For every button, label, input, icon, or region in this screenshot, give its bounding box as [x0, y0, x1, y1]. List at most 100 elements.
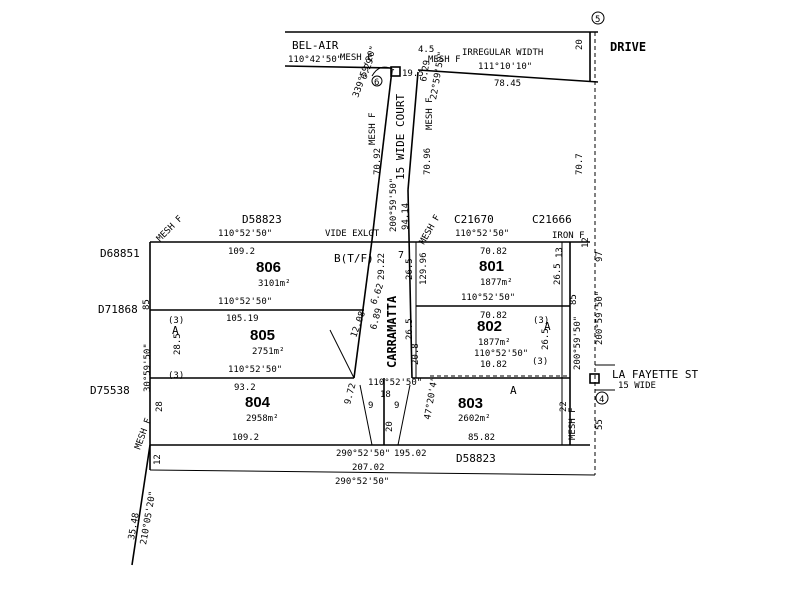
dist-70-7: 70.7: [575, 153, 585, 175]
bearing-805-top: 110°52'50": [218, 297, 272, 307]
drive-label: DRIVE: [610, 40, 646, 54]
dist-13-c: (3): [533, 316, 549, 326]
d68851: D68851: [100, 247, 140, 260]
mesh-f-court-left: MESH F: [368, 112, 378, 145]
dist-109-2-bottom: 109.2: [232, 433, 259, 443]
splay-bottom-east: [397, 384, 411, 446]
mesh-f-top-left: MESH F: [340, 53, 373, 63]
drive-lower-edge: [417, 69, 599, 83]
lot-801: 801: [479, 258, 504, 275]
dist-12-08: 12.08: [349, 310, 368, 339]
bearing-804-top: 110°52'50": [228, 365, 282, 375]
lot-802: 802: [477, 318, 502, 335]
bearing-290-bottom2: 290°52'50": [335, 477, 389, 487]
area-802: 1877m²: [478, 338, 511, 348]
lafayette-mark: [589, 373, 600, 384]
c21666: C21666: [532, 213, 572, 226]
dist-28: 28: [155, 401, 165, 412]
dist-26-5-c: 26.5: [405, 318, 415, 340]
bearing-94-14: 94.14: [401, 203, 411, 230]
corner-mark: [390, 66, 401, 77]
dist-20-mid: 20: [385, 421, 395, 432]
dist-47: 47°20'4": [423, 376, 440, 420]
bottom-outer-line: [149, 469, 596, 476]
dist-195-02: 195.02: [394, 449, 427, 459]
dist-20-8: 20.8: [411, 343, 421, 365]
splay-west: [329, 329, 355, 379]
dist-85-right: 85: [569, 294, 579, 305]
dist-6-62: 6.62: [369, 282, 386, 306]
marker-4: 4: [599, 395, 604, 405]
court-right-dist: 70.96: [423, 148, 433, 175]
dist-85-82: 85.82: [468, 433, 495, 443]
top-bearing: 111°10'10": [478, 62, 532, 72]
dist-93-2: 93.2: [234, 383, 256, 393]
bearing-road-bottom: 110°52'50": [368, 378, 422, 388]
carramatta-label: CARRAMATTA: [385, 295, 399, 368]
dist-4-5: 4.5: [418, 45, 434, 55]
bel-air-label: BEL-AIR: [292, 39, 339, 52]
dist-13-a: (3): [168, 316, 184, 326]
court-name: 15 WIDE COURT: [394, 94, 407, 180]
area-804: 2958m²: [246, 414, 279, 424]
bearing-806-top: 110°52'50": [218, 229, 272, 239]
marker-a-dash: A: [510, 384, 517, 397]
bearing-30-59-50: 30°59'50": [143, 343, 153, 392]
irregular-width-label: IRREGULAR WIDTH: [462, 48, 543, 58]
dist-29-22: 29.22: [377, 253, 387, 280]
lot-804: 804: [245, 394, 271, 411]
road-west-edge-1: [371, 187, 379, 241]
iron-f-label: IRON F: [552, 231, 585, 241]
dist-55: 55: [595, 419, 605, 430]
dist-28-5: 28.5: [173, 333, 183, 355]
court-west-edge: [377, 69, 393, 189]
dist-207-02: 207.02: [352, 463, 385, 473]
c21670: C21670: [454, 213, 494, 226]
mesh-f-top-right: MESH F: [428, 55, 461, 65]
court-left-dist: 70.92: [373, 148, 383, 175]
dist-12-right: 12: [581, 237, 591, 248]
dist-26-5-d: 26.5: [541, 328, 551, 350]
bel-air-lower-edge: [284, 65, 393, 69]
chord-c: 6.29: [419, 59, 433, 82]
dist-13-d: (3): [532, 357, 548, 367]
area-806: 3101m²: [258, 279, 291, 289]
dist-6-89: 6.89: [369, 307, 384, 331]
lot-806: 806: [256, 259, 281, 276]
dist-18: 18: [380, 390, 391, 400]
dist-105-19: 105.19: [226, 314, 259, 324]
dist-26-5-b: 26.5: [553, 263, 563, 285]
marker-6-circle: [371, 75, 383, 87]
marker-a-right: A: [544, 320, 551, 333]
dist-22: 22: [559, 401, 569, 412]
dist-12-left: 12: [153, 454, 163, 465]
d58823-bottom: D58823: [456, 452, 496, 465]
mesh-f-west: MESH F: [155, 214, 185, 244]
dist-9-a: 9: [368, 401, 373, 411]
area-803: 2602m²: [458, 414, 491, 424]
bt-f-label: B(T/F): [334, 252, 374, 265]
dist-9-72: 9.72: [343, 382, 358, 406]
diagonal-boundary: [131, 444, 151, 566]
top-distance: 78.45: [494, 79, 521, 89]
dist-129-96: 129.96: [419, 252, 429, 285]
bearing-200-59-50-far: 200°59'50": [595, 291, 605, 345]
dist-85-left: 85: [142, 299, 152, 310]
dist-9-b: 9: [394, 401, 399, 411]
marker-6: 6: [374, 78, 379, 88]
d75538: D75538: [90, 384, 130, 397]
la-fayette-label: LA FAYETTE ST: [612, 368, 698, 381]
court-bearing: 200°59'50": [389, 178, 399, 232]
marker-5-circle: [591, 11, 605, 25]
court-top-dist: 19.5: [402, 69, 424, 79]
mesh-f-east: MESH F: [568, 407, 578, 440]
la-fayette-width: 15 WIDE: [618, 381, 656, 391]
diag-dist: 35.48: [127, 512, 142, 540]
bearing-290-bottom1: 290°52'50": [336, 449, 390, 459]
bearing-801-top: 110°52'50": [455, 229, 509, 239]
lot-803: 803: [458, 395, 483, 412]
area-805: 2751m²: [252, 347, 285, 357]
bearing-803-top: 110°52'50": [474, 349, 528, 359]
